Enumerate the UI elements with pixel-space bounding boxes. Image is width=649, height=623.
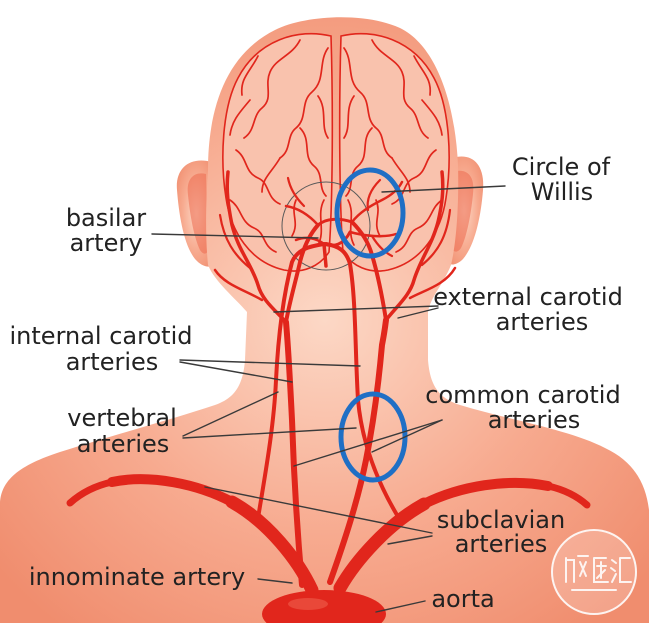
willis-branch <box>284 204 320 227</box>
cerebral-vessel <box>229 99 251 136</box>
cerebral-vessel <box>317 95 329 139</box>
leader-external-carotid-right <box>397 307 439 319</box>
cerebral-vessel <box>261 157 281 193</box>
left-common-carotid-artery <box>283 319 305 588</box>
leader-circle-of-willis <box>381 185 506 193</box>
leader-vertebral-left <box>182 391 279 437</box>
left-internal-carotid-artery <box>284 223 320 324</box>
leader-lines <box>151 185 506 613</box>
left-subclavian-artery <box>66 474 319 597</box>
cerebral-vessel <box>291 199 297 237</box>
label-common-carotid-line2: arteries <box>488 406 581 434</box>
label-external-carotid-line2: arteries <box>496 308 589 336</box>
leader-external-carotid-left <box>273 305 439 313</box>
leader-innominate-artery <box>257 578 293 584</box>
label-aorta: aorta <box>431 585 494 613</box>
cerebral-vessel <box>299 127 327 197</box>
right-common-carotid-artery <box>327 317 389 585</box>
label-subclavian-line1: subclavian <box>437 506 565 534</box>
label-basilar-artery-line2: artery <box>70 229 143 257</box>
leader-common-carotid-right <box>371 419 443 453</box>
right-external-carotid-branch <box>420 208 452 267</box>
circle-of-willis-highlight-ring <box>334 167 406 259</box>
label-subclavian-line2: arteries <box>455 530 548 558</box>
leader-subclavian-right <box>387 535 433 545</box>
aortic-arch-highlight <box>288 598 328 610</box>
watermark-glyph <box>610 557 632 583</box>
cerebral-vessel <box>235 149 281 205</box>
labels: Circle of Willis basilar artery external… <box>10 153 623 613</box>
watermark-glyph <box>593 557 609 583</box>
label-vertebral-line2: arteries <box>77 430 170 458</box>
brain-left-hemisphere <box>222 32 334 272</box>
right-vertebral-artery <box>324 242 402 522</box>
watermark-logo <box>551 529 637 615</box>
body-silhouette <box>0 17 649 623</box>
leader-internal-carotid-right <box>179 359 361 367</box>
left-subclavian-segment <box>107 474 237 507</box>
willis-branch <box>370 234 394 258</box>
leader-internal-carotid-left <box>179 361 293 383</box>
left-ear-shading <box>187 173 208 254</box>
watermark-glyph <box>565 555 589 583</box>
right-subclavian-segment <box>333 497 431 595</box>
leader-aorta <box>375 600 426 613</box>
cerebral-vessel <box>279 47 329 159</box>
left-subclavian-segment <box>66 478 116 507</box>
label-common-carotid-line1: common carotid <box>425 381 620 409</box>
left-external-carotid-artery <box>225 170 288 324</box>
right-external-carotid-branch <box>408 266 457 300</box>
leader-vertebral-right <box>182 427 357 439</box>
label-circle-of-willis-line1: Circle of <box>512 153 611 181</box>
label-basilar-artery-line1: basilar <box>66 204 146 232</box>
left-vertebral-artery <box>256 242 326 520</box>
left-subclavian-segment <box>225 495 319 597</box>
cerebral-vessel <box>240 55 259 96</box>
label-internal-carotid-line2: arteries <box>66 348 159 376</box>
brain-lobe-outline <box>222 32 334 272</box>
willis-branch <box>366 178 382 212</box>
label-vertebral-line1: vertebral <box>67 404 177 432</box>
label-innominate-artery: innominate artery <box>29 563 245 591</box>
label-circle-of-willis-line2: Willis <box>531 178 593 206</box>
label-external-carotid-line1: external carotid <box>433 283 623 311</box>
willis-branch <box>348 230 398 238</box>
leader-subclavian-left <box>204 486 433 534</box>
basilar-artery-vessel <box>322 242 328 268</box>
circle-of-willis-outline <box>281 181 371 271</box>
left-external-carotid-branch <box>213 268 264 302</box>
cerebral-vessel <box>229 199 277 253</box>
leader-common-carotid-left <box>293 419 443 467</box>
right-external-carotid-artery <box>384 170 445 322</box>
right-subclavian-segment <box>544 482 591 509</box>
right-subclavian-artery <box>333 477 591 595</box>
label-internal-carotid-line1: internal carotid <box>10 322 193 350</box>
willis-branch <box>286 176 306 208</box>
left-external-carotid-branch <box>218 213 252 270</box>
right-subclavian-segment <box>419 477 553 509</box>
leader-basilar-artery <box>151 233 319 239</box>
cerebral-vessel <box>243 39 301 139</box>
